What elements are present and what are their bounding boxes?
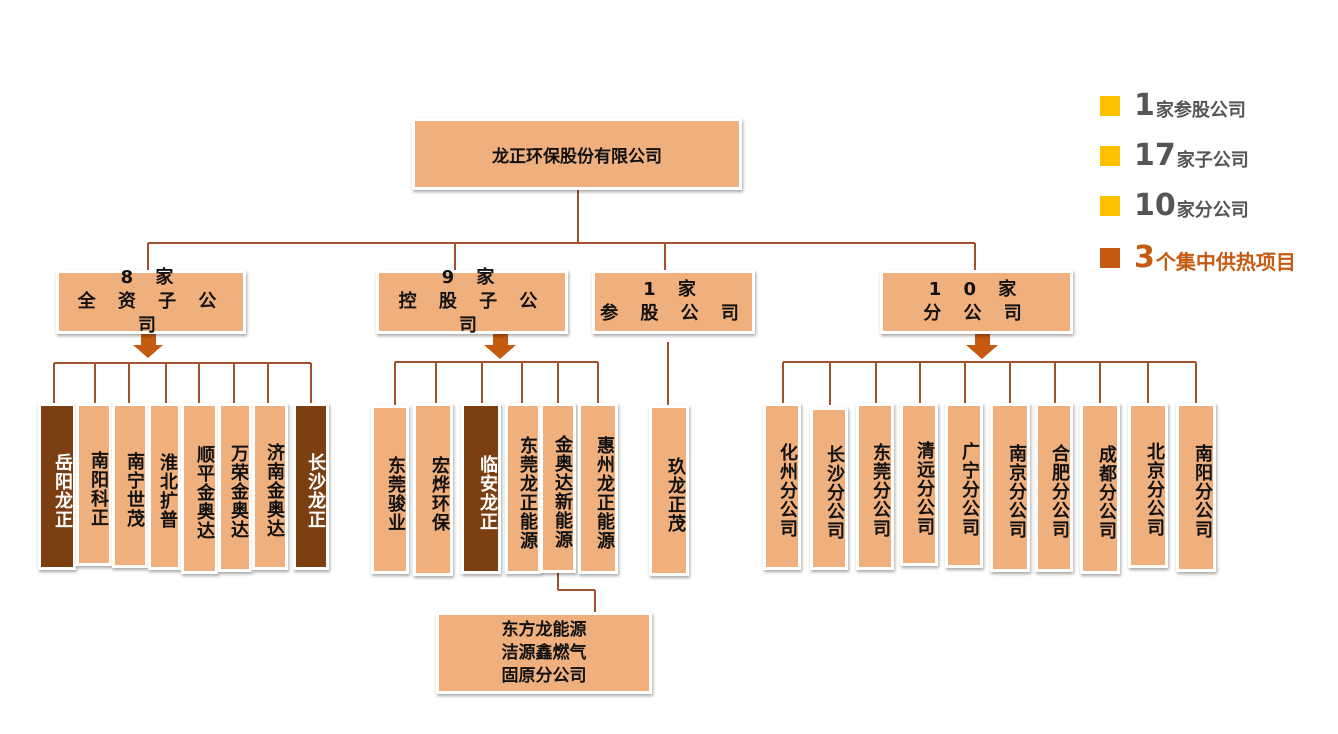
legend-square-icon xyxy=(1100,195,1120,216)
category-count: 1 0 家 xyxy=(928,279,1025,300)
legend-number: 17 xyxy=(1134,138,1176,173)
root-company-box: 龙正环保股份有限公司 xyxy=(412,118,742,190)
legend-square-icon xyxy=(1100,95,1120,116)
company-name: 南阳科正 xyxy=(88,450,109,527)
category-holding: 9 家 控 股 子 公 司 xyxy=(376,267,568,336)
company-name: 玖龙正茂 xyxy=(665,456,686,533)
category-label: 分 公 司 xyxy=(923,303,1030,324)
company-name: 岳阳龙正 xyxy=(52,452,73,529)
legend-item: 3 个集中供热项目 xyxy=(1100,240,1296,275)
company-box: 东莞龙正能源 xyxy=(505,403,541,574)
company-box-dark: 岳阳龙正 xyxy=(38,403,76,570)
category-count: 9 家 xyxy=(441,267,503,288)
company-name: 东莞龙正能源 xyxy=(517,435,538,550)
company-box-dark: 长沙龙正 xyxy=(293,403,329,570)
branch-name: 广宁分公司 xyxy=(959,442,980,537)
branch-name: 清远分公司 xyxy=(914,441,935,536)
sub-company-name: 固原分公司 xyxy=(501,665,587,686)
company-name: 南宁世茂 xyxy=(124,451,145,528)
category-count: 8 家 xyxy=(120,267,182,288)
company-box: 顺平金奥达 xyxy=(181,403,218,574)
branch-box: 清远分公司 xyxy=(900,403,938,566)
sub-company-name: 东方龙能源 xyxy=(501,619,587,640)
company-name: 淮北扩普 xyxy=(157,452,178,529)
sub-companies-box: 东方龙能源 洁源鑫燃气 固原分公司 xyxy=(436,612,652,694)
company-box: 万荣金奥达 xyxy=(218,403,252,572)
branch-box: 化州分公司 xyxy=(763,403,801,570)
branch-name: 北京分公司 xyxy=(1144,442,1165,537)
company-name: 惠州龙正能源 xyxy=(594,435,615,550)
category-label: 控 股 子 公 司 xyxy=(398,291,546,336)
sub-company-name: 洁源鑫燃气 xyxy=(501,642,587,663)
branch-name: 南京分公司 xyxy=(1006,444,1027,539)
branch-name: 东莞分公司 xyxy=(870,443,891,538)
company-name: 长沙龙正 xyxy=(305,452,326,529)
branch-box: 东莞分公司 xyxy=(856,403,894,570)
branch-name: 成都分公司 xyxy=(1096,445,1117,540)
legend-item: 10 家分公司 xyxy=(1100,188,1249,223)
company-box: 南阳科正 xyxy=(76,403,112,566)
company-box: 惠州龙正能源 xyxy=(578,403,618,574)
arrow-branches xyxy=(966,333,998,359)
category-count: 1 家 xyxy=(643,279,704,300)
branch-name: 合肥分公司 xyxy=(1049,444,1070,539)
company-box-dark: 临安龙正 xyxy=(461,403,501,574)
category-wholly-owned: 8 家 全 资 子 公 司 xyxy=(56,267,246,336)
legend-item: 1 家参股公司 xyxy=(1100,88,1246,123)
category-participating: 1 家 参 股 公 司 xyxy=(592,270,755,334)
company-box: 淮北扩普 xyxy=(148,403,181,570)
branch-name: 长沙分公司 xyxy=(824,445,845,540)
legend-number: 3 xyxy=(1134,240,1155,275)
legend-text: 个集中供热项目 xyxy=(1155,250,1296,274)
branch-box: 成都分公司 xyxy=(1080,403,1120,574)
branch-box: 南阳分公司 xyxy=(1176,403,1216,572)
legend-text: 家参股公司 xyxy=(1155,99,1246,121)
legend-text: 家分公司 xyxy=(1176,199,1249,221)
company-name: 金奥达新能源 xyxy=(552,435,573,549)
company-box: 玖龙正茂 xyxy=(649,405,689,576)
branch-name: 南阳分公司 xyxy=(1192,444,1213,539)
company-name: 济南金奥达 xyxy=(264,443,285,538)
branch-box: 北京分公司 xyxy=(1128,403,1168,568)
legend-item: 17 家子公司 xyxy=(1100,138,1249,173)
branch-box: 长沙分公司 xyxy=(810,407,848,570)
company-name: 万荣金奥达 xyxy=(228,444,249,539)
legend-number: 10 xyxy=(1134,188,1176,223)
company-box: 济南金奥达 xyxy=(252,403,288,570)
legend-number: 1 xyxy=(1134,88,1155,123)
company-box: 东莞骏业 xyxy=(371,405,409,574)
company-name: 临安龙正 xyxy=(477,454,498,531)
company-name: 顺平金奥达 xyxy=(194,445,215,540)
category-branches: 1 0 家 分 公 司 xyxy=(880,270,1073,334)
company-box: 宏烨环保 xyxy=(413,403,453,576)
company-name: 东莞骏业 xyxy=(385,455,406,532)
company-box: 金奥达新能源 xyxy=(540,403,576,573)
company-box: 南宁世茂 xyxy=(112,403,148,568)
branch-box: 合肥分公司 xyxy=(1035,403,1073,572)
category-label: 参 股 公 司 xyxy=(600,303,747,324)
arrow-holding xyxy=(484,333,516,359)
root-company-name: 龙正环保股份有限公司 xyxy=(492,146,662,167)
category-label: 全 资 子 公 司 xyxy=(77,291,225,336)
legend-square-icon xyxy=(1100,145,1120,166)
arrow-wholly xyxy=(133,333,163,358)
branch-name: 化州分公司 xyxy=(777,443,798,538)
legend-square-icon xyxy=(1100,247,1120,268)
legend-text: 家子公司 xyxy=(1176,149,1249,171)
company-name: 宏烨环保 xyxy=(429,455,450,532)
branch-box: 南京分公司 xyxy=(990,403,1030,572)
branch-box: 广宁分公司 xyxy=(945,403,983,568)
